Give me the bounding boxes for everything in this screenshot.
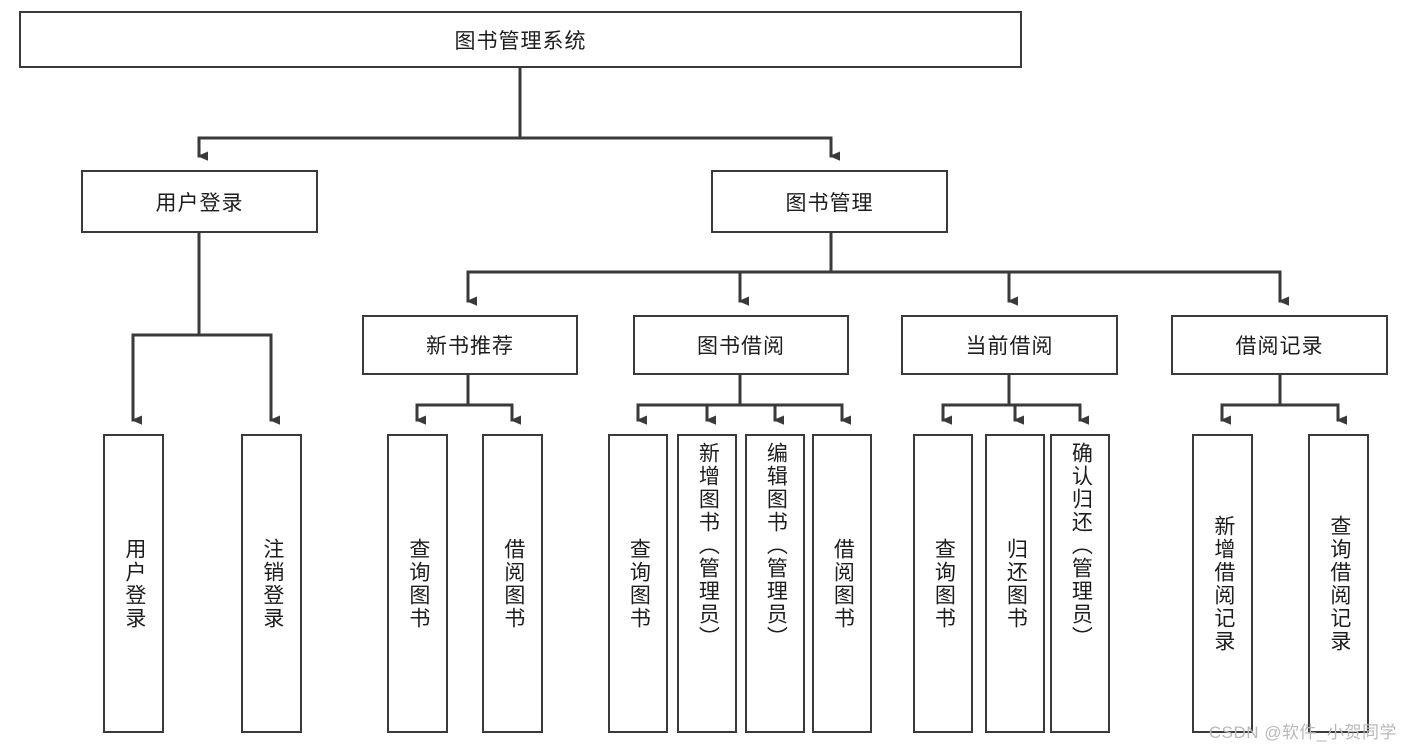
node-leaf-new-borrow-book[interactable]: 借阅图书 bbox=[482, 434, 543, 733]
node-user-login-module[interactable]: 用户登录 bbox=[81, 170, 318, 233]
leaf-label: 新增借阅记录 bbox=[1211, 514, 1235, 653]
node-current-borrow[interactable]: 当前借阅 bbox=[901, 315, 1118, 375]
node-leaf-borrow-add-book[interactable]: 新增图书（管理员） bbox=[677, 434, 737, 733]
node-leaf-user-logout[interactable]: 注销登录 bbox=[241, 434, 302, 733]
node-root[interactable]: 图书管理系统 bbox=[19, 11, 1022, 68]
node-leaf-record-add[interactable]: 新增借阅记录 bbox=[1192, 434, 1253, 733]
leaf-label: 归还图书 bbox=[1004, 537, 1028, 630]
leaf-label: 查询借阅记录 bbox=[1327, 514, 1351, 653]
node-leaf-new-query-book[interactable]: 查询图书 bbox=[387, 434, 448, 733]
node-book-borrow[interactable]: 图书借阅 bbox=[633, 315, 849, 375]
node-leaf-borrow-query-book[interactable]: 查询图书 bbox=[608, 434, 668, 733]
watermark-text: CSDN @软件_小贺同学 bbox=[1208, 723, 1397, 742]
leaf-label: 借阅图书 bbox=[831, 537, 855, 630]
leaf-label: 借阅图书 bbox=[501, 537, 525, 630]
node-new-book-recommend[interactable]: 新书推荐 bbox=[362, 315, 578, 375]
node-book-management-module[interactable]: 图书管理 bbox=[711, 170, 948, 233]
node-leaf-current-query-book[interactable]: 查询图书 bbox=[913, 434, 973, 733]
leaf-label: 查询图书 bbox=[932, 537, 956, 630]
leaf-label: 新增图书（管理员） bbox=[696, 442, 720, 649]
node-leaf-user-login[interactable]: 用户登录 bbox=[103, 434, 164, 733]
leaf-label: 查询图书 bbox=[406, 537, 430, 630]
node-leaf-borrow-do-borrow[interactable]: 借阅图书 bbox=[812, 434, 872, 733]
leaf-label: 编辑图书（管理员） bbox=[764, 442, 788, 649]
node-leaf-current-confirm-return[interactable]: 确认归还（管理员） bbox=[1050, 434, 1110, 733]
leaf-label: 注销登录 bbox=[260, 537, 284, 630]
node-borrow-record[interactable]: 借阅记录 bbox=[1171, 315, 1388, 375]
node-leaf-record-query[interactable]: 查询借阅记录 bbox=[1308, 434, 1369, 733]
leaf-label: 用户登录 bbox=[122, 537, 146, 630]
node-leaf-current-return-book[interactable]: 归还图书 bbox=[985, 434, 1045, 733]
leaf-label: 确认归还（管理员） bbox=[1069, 442, 1093, 649]
leaf-label: 查询图书 bbox=[627, 537, 651, 630]
node-leaf-borrow-edit-book[interactable]: 编辑图书（管理员） bbox=[745, 434, 805, 733]
